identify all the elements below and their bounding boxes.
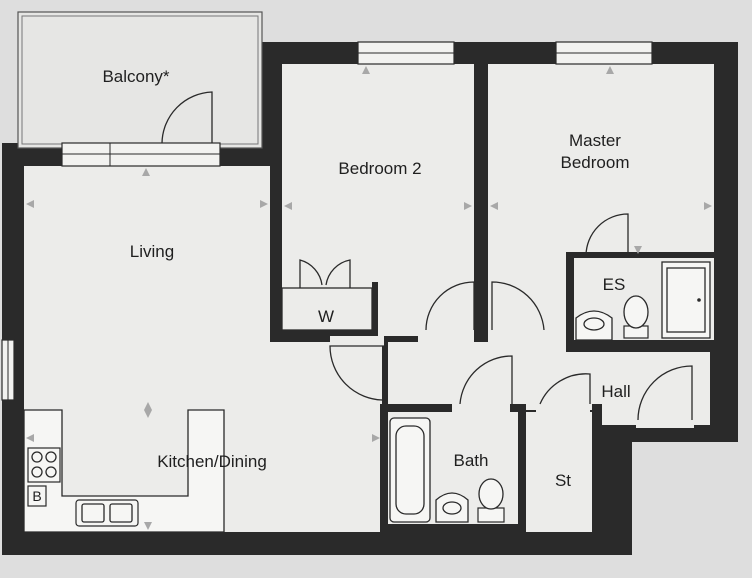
kitchen-units [23, 409, 225, 533]
master-bedroom-label-line2: Bedroom [561, 153, 630, 172]
hob-icon [27, 447, 61, 483]
kitchen-dining-label: Kitchen/Dining [157, 452, 267, 471]
hall-floor [330, 342, 710, 440]
bath-toilet-icon [477, 478, 505, 523]
store-label: St [555, 471, 571, 490]
basin-icon [575, 310, 613, 341]
bedroom-2-label: Bedroom 2 [338, 159, 421, 178]
boiler-cupboard [27, 485, 47, 507]
bath-label: Bath [454, 451, 489, 470]
master-bedroom-label-line1: Master [569, 131, 621, 150]
hall-label: Hall [601, 382, 630, 401]
room-floors [24, 64, 714, 532]
store-floor [526, 412, 602, 532]
wardrobe-label: W [318, 307, 334, 326]
ensuite-label: ES [603, 275, 626, 294]
shower-tray-icon [661, 261, 711, 339]
living-label: Living [130, 242, 174, 261]
boiler-label: B [32, 488, 41, 504]
balcony-label: Balcony* [102, 67, 169, 86]
wardrobe-unit [281, 287, 373, 331]
dimension-ticks [26, 66, 712, 530]
door-openings [330, 330, 694, 428]
door-swings [161, 91, 693, 421]
toilet-icon [623, 295, 649, 339]
bathtub-icon [389, 417, 431, 523]
ensuite-fixtures [575, 261, 711, 341]
balcony [17, 11, 263, 149]
bath-basin-icon [435, 492, 469, 523]
master-bedroom-floor [488, 64, 714, 260]
interior-walls [270, 64, 716, 536]
living-kitchen-floor [24, 166, 382, 532]
sink-icon [75, 499, 139, 527]
bathroom-fixtures [389, 417, 505, 523]
windows [1, 41, 653, 401]
